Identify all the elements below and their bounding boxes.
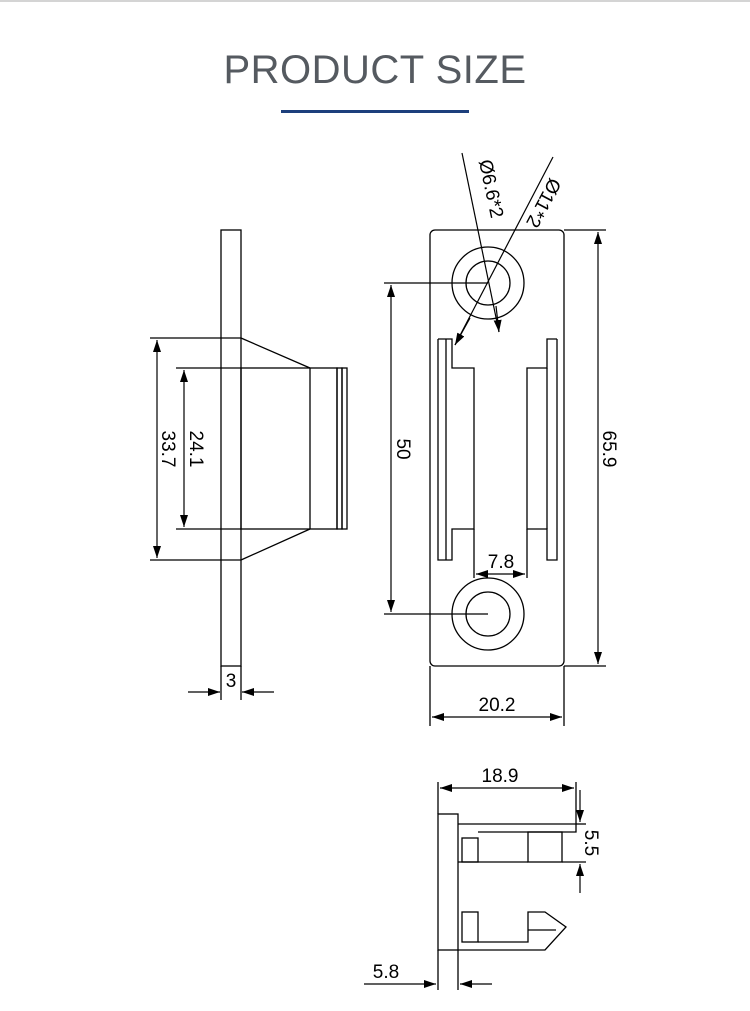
- front-plate: [429, 229, 565, 667]
- top-divider: [0, 0, 750, 2]
- dim-total-height: 65.9: [598, 431, 619, 468]
- side-plate: [220, 229, 242, 667]
- side-view: [150, 229, 348, 700]
- dim-side-outer-height: 33.7: [157, 431, 178, 468]
- dim-bottom-depth: 5.5: [580, 830, 601, 856]
- page-title: PRODUCT SIZE: [223, 48, 527, 92]
- dim-base-thickness: 5.8: [373, 962, 399, 983]
- dim-total-width: 20.2: [479, 695, 516, 716]
- dim-side-inner-height: 24.1: [185, 431, 206, 468]
- bottom-view: [437, 782, 586, 990]
- bottom-base-plate: [437, 813, 459, 951]
- side-magnet-block: [240, 367, 338, 530]
- dim-hole-small: Ø6.6*2: [474, 158, 507, 220]
- side-dimension-lines: [153, 340, 274, 696]
- bottom-dimension-lines: [364, 784, 584, 988]
- dim-bottom-width: 18.9: [482, 766, 519, 787]
- front-dimension-lines: [387, 152, 602, 721]
- front-view: [384, 229, 606, 726]
- dim-hole-large: Ø11*2: [521, 174, 564, 230]
- dim-slot-width: 7.8: [488, 552, 514, 573]
- dim-hole-spacing: 50: [392, 438, 413, 459]
- dim-plate-thickness: 3: [226, 671, 237, 692]
- title-underline: [281, 110, 469, 113]
